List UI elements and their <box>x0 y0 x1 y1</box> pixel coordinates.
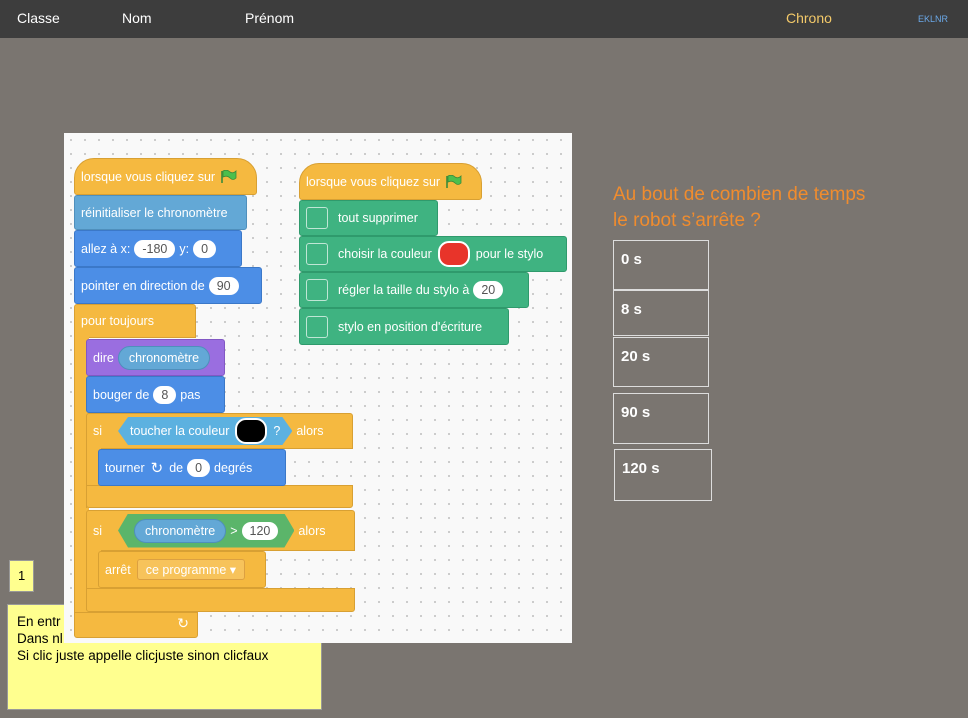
session-code: EKLNR <box>918 14 949 24</box>
reset-timer-label: réinitialiser le chronomètre <box>81 205 228 220</box>
scratch-code-canvas: lorsque vous cliquez sur réinitialiser l… <box>64 133 572 643</box>
question-line-2: le robot s’arrête ? <box>613 210 761 231</box>
timer-greater-condition[interactable]: chronomètre > 120 <box>118 514 294 548</box>
forever-block[interactable]: pour toujours <box>74 304 196 338</box>
stop-option-label: ce programme <box>145 563 227 577</box>
dropdown-arrow-icon: ▾ <box>229 563 237 577</box>
turn-of: de <box>169 460 184 475</box>
green-flag-icon <box>221 170 237 183</box>
move-steps-block[interactable]: bouger de 8 pas <box>86 376 225 413</box>
turn-block[interactable]: tourner ↻ de 0 degrés <box>98 449 286 486</box>
chrono-label: Chrono <box>786 10 832 26</box>
pen-color-swatch[interactable] <box>437 241 470 267</box>
if2-foot <box>86 588 355 612</box>
if-timer-block[interactable]: si chronomètre > 120 alors <box>86 510 355 551</box>
question-text: Au bout de combien de temps le robot s’a… <box>613 182 943 234</box>
note-line-2: Dans nl <box>17 631 63 646</box>
goto-y-label: y: <box>179 241 190 256</box>
goto-y-input[interactable]: 0 <box>193 239 217 258</box>
hat-label-2: lorsque vous cliquez sur <box>306 174 441 189</box>
turn-degrees-input[interactable]: 0 <box>187 458 211 477</box>
pen-down-block[interactable]: stylo en position d'écriture <box>299 308 509 345</box>
if2-label: si <box>93 523 103 538</box>
nom-field[interactable]: Nom <box>122 10 152 26</box>
say-label: dire <box>93 350 114 365</box>
pen-set-size-block[interactable]: régler la taille du stylo à 20 <box>299 272 529 308</box>
question-line-1: Au bout de combien de temps <box>613 184 866 205</box>
goto-x-input[interactable]: -180 <box>134 239 176 258</box>
move-steps-input[interactable]: 8 <box>153 385 177 404</box>
say-value-reporter[interactable]: chronomètre <box>117 345 211 370</box>
when-flag-clicked-block[interactable]: lorsque vous cliquez sur <box>74 158 257 195</box>
note-line-3: Si clic juste appelle clicjuste sinon cl… <box>17 648 269 663</box>
prenom-field[interactable]: Prénom <box>245 10 295 26</box>
reset-timer-block[interactable]: réinitialiser le chronomètre <box>74 195 247 230</box>
move-unit: pas <box>180 387 201 402</box>
pen-icon <box>306 207 328 229</box>
stop-label: arrêt <box>105 562 131 577</box>
timer-threshold-input[interactable]: 120 <box>242 522 279 540</box>
point-direction-block[interactable]: pointer en direction de 90 <box>74 267 262 304</box>
stop-option-dropdown[interactable]: ce programme ▾ <box>136 559 246 580</box>
question-number: 1 <box>9 560 34 592</box>
timer-reporter[interactable]: chronomètre <box>134 519 226 543</box>
if-touching-block[interactable]: si toucher la couleur ? alors <box>86 413 353 449</box>
pen-clear-block[interactable]: tout supprimer <box>299 200 438 236</box>
answer-option-0s[interactable]: 0 s <box>613 240 709 290</box>
then1-label: alors <box>296 424 324 438</box>
turn-unit: degrés <box>214 460 253 475</box>
if1-foot <box>86 485 353 508</box>
goto-label: allez à x: <box>81 241 131 256</box>
pen-set-color-block[interactable]: choisir la couleur pour le stylo <box>299 236 567 272</box>
pen-icon <box>306 243 328 265</box>
forever-foot: ↻ <box>74 612 198 638</box>
rotate-clockwise-icon: ↻ <box>150 459 164 477</box>
answer-option-20s[interactable]: 20 s <box>613 337 709 387</box>
pen-set-color-suffix: pour le stylo <box>475 247 544 261</box>
hat-label: lorsque vous cliquez sur <box>81 169 216 184</box>
note-line-1: En entr <box>17 614 61 629</box>
then2-label: alors <box>298 523 326 538</box>
loop-arrow-icon: ↻ <box>177 615 189 631</box>
top-bar: Classe Nom Prénom Chrono EKLNR <box>0 0 968 38</box>
turn-label: tourner <box>105 460 145 475</box>
pen-set-size-label: régler la taille du stylo à <box>338 283 470 297</box>
pen-down-label: stylo en position d'écriture <box>338 319 483 334</box>
forever-label: pour toujours <box>81 314 154 328</box>
greater-than-op: > <box>230 523 238 538</box>
pen-clear-label: tout supprimer <box>338 211 418 225</box>
answer-option-90s[interactable]: 90 s <box>613 393 709 444</box>
point-direction-input[interactable]: 90 <box>208 276 239 295</box>
answer-option-120s[interactable]: 120 s <box>614 449 712 501</box>
green-flag-icon <box>446 175 462 188</box>
stop-block[interactable]: arrêt ce programme ▾ <box>98 551 266 588</box>
touching-color-condition[interactable]: toucher la couleur ? <box>118 417 292 445</box>
goto-xy-block[interactable]: allez à x: -180 y: 0 <box>74 230 242 267</box>
classe-field[interactable]: Classe <box>17 10 60 26</box>
say-block[interactable]: dire chronomètre <box>86 339 225 376</box>
touch-q: ? <box>273 424 281 438</box>
forever-arm <box>74 337 89 633</box>
answer-option-8s[interactable]: 8 s <box>613 290 709 336</box>
move-label: bouger de <box>93 387 150 402</box>
pen-size-input[interactable]: 20 <box>473 281 504 299</box>
touch-color-swatch[interactable] <box>235 418 267 444</box>
pen-set-color-label: choisir la couleur <box>338 247 432 261</box>
pen-icon <box>306 315 328 338</box>
pen-icon <box>306 279 328 301</box>
when-flag-clicked-block-2[interactable]: lorsque vous cliquez sur <box>299 163 482 200</box>
touch-color-label: toucher la couleur <box>130 424 230 438</box>
if1-label: si <box>93 424 103 438</box>
point-label: pointer en direction de <box>81 278 205 293</box>
teacher-note: En entr Dans nl Si clic juste appelle cl… <box>7 604 322 710</box>
